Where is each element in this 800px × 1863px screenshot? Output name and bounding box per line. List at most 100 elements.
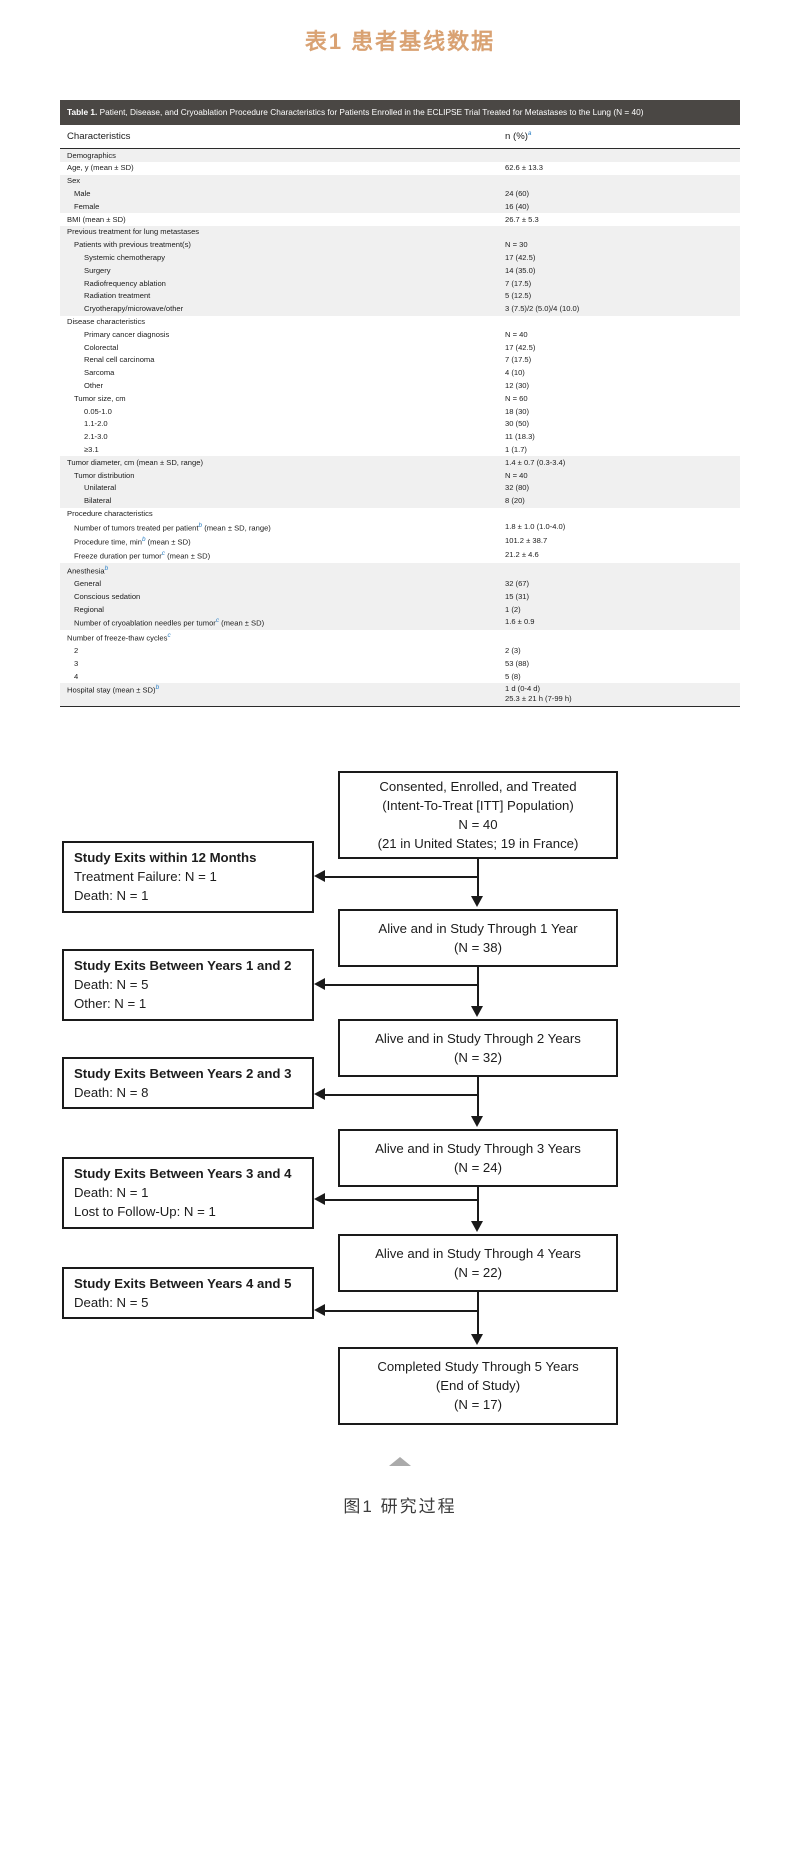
row-label: Age, y (mean ± SD) — [67, 163, 134, 173]
flow-box-line: Completed Study Through 5 Years — [377, 1359, 579, 1375]
exit-box-line: Death: N = 1 — [74, 1185, 149, 1201]
flow-box-year4: Alive and in Study Through 4 Years(N = 2… — [338, 1233, 618, 1292]
collapse-triangle-icon[interactable] — [389, 1456, 411, 1466]
table-row: Demographics — [60, 148, 740, 162]
connector-v-2 — [477, 966, 480, 1008]
row-label: Primary cancer diagnosis — [84, 329, 170, 339]
row-label: Demographics — [60, 148, 505, 162]
table-row: Procedure characteristics — [60, 508, 740, 521]
row-value: 12 (30) — [505, 380, 530, 390]
table-row: Age, y (mean ± SD) 62.6 ± 13.3 — [60, 162, 740, 175]
row-value — [505, 563, 740, 578]
flow-box-completed: Completed Study Through 5 Years(End of S… — [338, 1346, 618, 1425]
table-caption-label: Table 1. — [67, 107, 98, 117]
row-label: Tumor distribution — [60, 469, 505, 482]
row-value: 32 (67) — [505, 577, 740, 591]
footnote-marker-c: c — [161, 550, 165, 558]
exit-box-title: Study Exits Between Years 1 and 2 — [74, 958, 292, 974]
row-label: General — [60, 577, 505, 591]
row-label: Systemic chemotherapy — [60, 251, 505, 265]
row-value: 62.6 ± 13.3 — [505, 163, 543, 173]
table-row: Previous treatment for lung metastases — [60, 225, 740, 239]
row-label: Patients with previous treatment(s) — [60, 238, 505, 252]
row-label: 0.05-1.0 — [84, 406, 112, 416]
exit-box-title: Study Exits Between Years 4 and 5 — [74, 1275, 292, 1291]
row-label: Bilateral — [60, 494, 505, 508]
flow-box-line: Alive and in Study Through 1 Year — [378, 920, 578, 936]
row-value: 1.4 ± 0.7 (0.3-3.4) — [505, 456, 740, 470]
exit-box-title: Study Exits Between Years 3 and 4 — [74, 1166, 292, 1182]
table-row: Patients with previous treatment(s)N = 3… — [60, 238, 740, 252]
flow-box-line: N = 40 — [458, 816, 498, 832]
row-label: Sarcoma — [84, 368, 115, 378]
arrow-down-3 — [471, 1115, 483, 1127]
exit-arrow-4 — [314, 1192, 325, 1205]
row-label: Male — [60, 187, 505, 201]
table-row: Number of tumors treated per patientb (m… — [60, 520, 740, 534]
study-flowchart: Consented, Enrolled, and Treated (Intent-… — [0, 767, 800, 1457]
arrow-down-2 — [471, 1005, 483, 1017]
row-label: Procedure characteristics — [67, 508, 153, 518]
header-characteristics: Characteristics — [60, 125, 505, 150]
page-title: 表1 患者基线数据 — [304, 29, 496, 54]
exit-connector-h-4 — [325, 1198, 477, 1202]
row-value: N = 60 — [505, 393, 528, 403]
table-row: 0.05-1.0 18 (30) — [60, 405, 740, 418]
exit-box-line: Death: N = 5 — [74, 1294, 149, 1310]
flow-box-line: (N = 22) — [453, 1264, 502, 1280]
row-value: 1 (1.7) — [505, 444, 527, 454]
exit-connector-h-1 — [325, 875, 477, 879]
table-row: Number of cryoablation needles per tumor… — [60, 616, 740, 631]
flow-box-line: (Intent-To-Treat [ITT] Population) — [382, 797, 574, 813]
header-value: n (%)a — [505, 125, 740, 150]
row-value: 5 (8) — [505, 671, 521, 681]
row-value: 17 (42.5) — [505, 251, 740, 265]
row-label: Tumor diameter, cm (mean ± SD, range) — [60, 456, 505, 470]
table-caption-text: Patient, Disease, and Cryoablation Proce… — [97, 107, 644, 117]
flow-box-line: (N = 38) — [453, 939, 502, 955]
flow-box-line: Consented, Enrolled, and Treated — [379, 778, 577, 794]
exit-connector-h-5 — [325, 1309, 477, 1313]
flow-box-line: Alive and in Study Through 2 Years — [375, 1030, 581, 1046]
table-row: Disease characteristics — [60, 316, 740, 329]
row-value: 53 (88) — [505, 658, 530, 668]
table-row: Sarcoma 4 (10) — [60, 367, 740, 380]
row-label: Unilateral — [60, 481, 505, 495]
row-label: Procedure time, minb (mean ± SD) — [74, 536, 191, 547]
table-header-row: Characteristics n (%)a — [60, 125, 740, 150]
arrow-down-1 — [471, 895, 483, 907]
row-label: 4 — [74, 671, 79, 681]
exit-box-title: Study Exits Between Years 2 and 3 — [74, 1065, 292, 1081]
row-value: 30 (50) — [505, 419, 530, 429]
row-label: Regional — [60, 603, 505, 617]
row-value — [505, 174, 740, 188]
row-value: 14 (35.0) — [505, 264, 740, 278]
row-value: 18 (30) — [505, 406, 530, 416]
row-value: 101.2 ± 38.7 — [505, 536, 548, 546]
flow-box-line: (N = 17) — [453, 1397, 502, 1413]
table-row: Anesthesiab — [60, 563, 740, 578]
table-row: Sex — [60, 174, 740, 188]
flow-box-line: Alive and in Study Through 3 Years — [375, 1140, 581, 1156]
footnote-marker-b: b — [104, 564, 109, 572]
row-value — [505, 508, 740, 521]
row-value: 4 (10) — [505, 368, 525, 378]
